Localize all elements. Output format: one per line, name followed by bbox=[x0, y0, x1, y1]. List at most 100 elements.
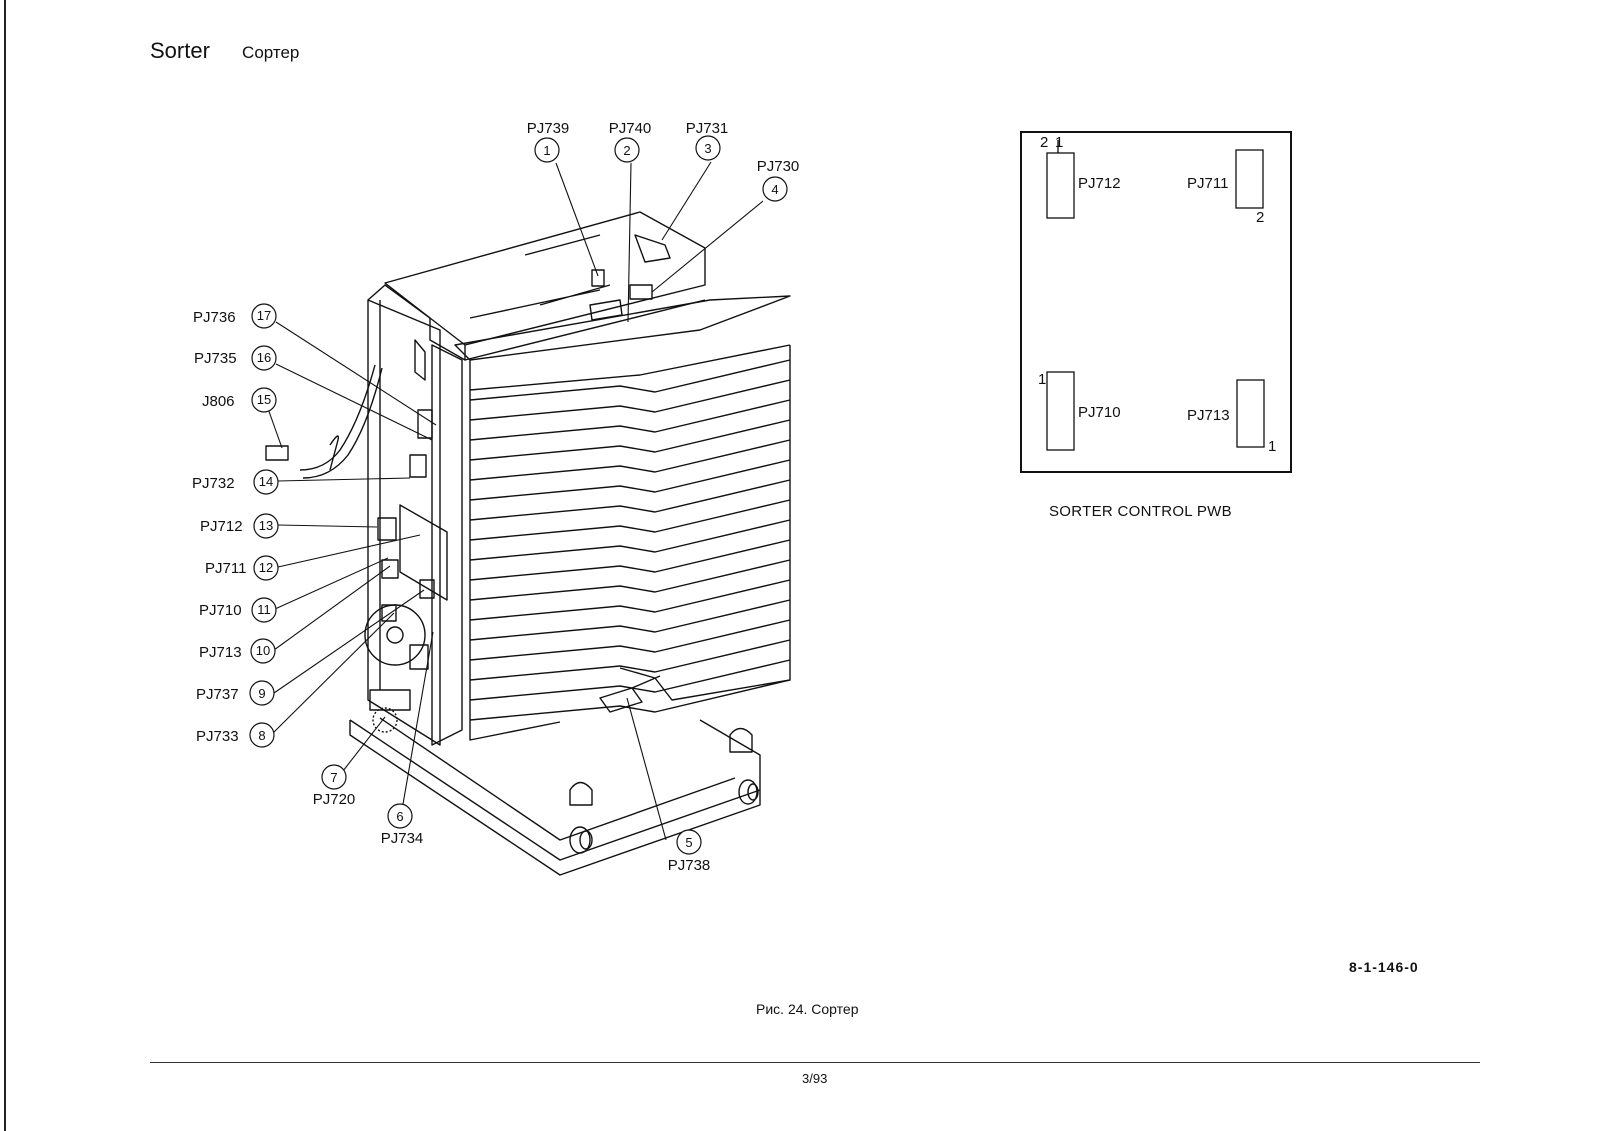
callout-number: 10 bbox=[256, 643, 270, 658]
pwb-text: PJ712 2 1 PJ711 2 PJ710 1 PJ713 1 bbox=[1038, 134, 1276, 455]
page-number: 3/93 bbox=[802, 1071, 828, 1086]
callout-5: 5 PJ738 bbox=[668, 829, 711, 874]
bin-tray bbox=[469, 619, 791, 661]
bin-tray bbox=[469, 579, 791, 621]
bin-tray bbox=[469, 559, 791, 601]
pwb-label-pj710: PJ710 bbox=[1078, 404, 1121, 421]
bin-tray bbox=[469, 459, 791, 501]
callout-label: PJ740 bbox=[609, 120, 652, 137]
control-panel bbox=[431, 344, 463, 746]
callout-label: PJ731 bbox=[686, 120, 729, 137]
bin-tray bbox=[469, 419, 791, 461]
bin-tray bbox=[469, 639, 791, 681]
cable-harness bbox=[299, 364, 383, 479]
pwb-connector-pj710 bbox=[1046, 371, 1075, 451]
callout-label: PJ730 bbox=[757, 158, 800, 175]
callouts: PJ739 1 PJ740 2 PJ731 3 PJ730 4 5 PJ738 … bbox=[192, 120, 799, 874]
callout-label: J806 bbox=[202, 393, 235, 410]
pwb-caption: SORTER CONTROL PWB bbox=[1049, 503, 1232, 520]
caster-icon bbox=[569, 826, 591, 854]
bin-tray bbox=[469, 379, 791, 421]
bin-tray bbox=[469, 539, 791, 581]
callout-number: 7 bbox=[330, 770, 337, 785]
callout-label: PJ739 bbox=[527, 120, 570, 137]
callout-label: PJ737 bbox=[196, 686, 239, 703]
sensor-pj738 bbox=[599, 687, 643, 713]
callout-number: 15 bbox=[257, 392, 271, 407]
callout-label: PJ711 bbox=[205, 560, 246, 577]
callout-label: PJ713 bbox=[199, 644, 242, 661]
bin-tray bbox=[469, 399, 791, 441]
callout-number: 8 bbox=[258, 728, 265, 743]
bin-tray bbox=[469, 519, 791, 561]
callout-2: PJ740 2 bbox=[609, 120, 652, 163]
callout-number: 17 bbox=[257, 308, 271, 323]
callout-17: PJ736 17 bbox=[193, 303, 277, 329]
pwb-label-pj713: PJ713 bbox=[1187, 407, 1230, 424]
callout-1: PJ739 1 bbox=[527, 120, 570, 163]
bin-tray bbox=[469, 439, 791, 481]
callout-10: PJ713 10 bbox=[199, 638, 276, 664]
callout-11: PJ710 11 bbox=[199, 597, 277, 623]
callout-number: 6 bbox=[396, 809, 403, 824]
callout-4: PJ730 4 bbox=[757, 158, 800, 202]
sorter-bins bbox=[454, 295, 791, 391]
callout-number: 3 bbox=[704, 141, 711, 156]
callout-number: 1 bbox=[543, 143, 550, 158]
callout-number: 11 bbox=[257, 602, 271, 617]
pwb-pin-label: 2 bbox=[1040, 134, 1048, 151]
sorter-control-pwb bbox=[1020, 131, 1292, 473]
callout-number: 14 bbox=[259, 474, 273, 489]
figure-code: 8-1-146-0 bbox=[1349, 959, 1419, 975]
page-edge-line bbox=[4, 0, 6, 1131]
title-en: Sorter bbox=[150, 38, 210, 63]
pwb-connector-pj711 bbox=[1235, 149, 1264, 209]
callout-7: 7 PJ720 bbox=[313, 764, 356, 808]
footer-divider bbox=[150, 1062, 1480, 1063]
callout-label: PJ733 bbox=[196, 728, 239, 745]
pwb-connector-pj713 bbox=[1236, 379, 1265, 448]
figure-caption: Рис. 24. Сортер bbox=[756, 1001, 859, 1017]
callout-12: PJ711 12 bbox=[205, 555, 279, 581]
pwb-board bbox=[1020, 131, 1292, 473]
callout-label: PJ710 bbox=[199, 602, 242, 619]
connector-j806 bbox=[265, 445, 289, 461]
caster-icon bbox=[738, 779, 758, 805]
title-ru: Сортер bbox=[242, 43, 300, 62]
callout-label: PJ720 bbox=[313, 791, 356, 808]
pwb-pin-label: 1 bbox=[1055, 134, 1063, 151]
callout-number: 16 bbox=[257, 350, 271, 365]
callout-15: J806 15 bbox=[202, 387, 277, 413]
leader-lines bbox=[265, 161, 764, 841]
pwb-connector-pj712 bbox=[1046, 152, 1075, 219]
callout-number: 13 bbox=[259, 518, 273, 533]
callout-number: 12 bbox=[259, 560, 273, 575]
callout-number: 9 bbox=[258, 686, 265, 701]
callout-label: PJ732 bbox=[192, 475, 235, 492]
callout-6: 6 PJ734 bbox=[381, 803, 424, 847]
callout-8: PJ733 8 bbox=[196, 722, 275, 748]
callout-3: PJ731 3 bbox=[686, 120, 729, 161]
pwb-pin-label: 2 bbox=[1256, 209, 1264, 226]
sorter-illustration bbox=[265, 211, 791, 876]
callout-label: PJ736 bbox=[193, 309, 236, 326]
callout-16: PJ735 16 bbox=[194, 345, 277, 371]
callout-label: PJ738 bbox=[668, 857, 711, 874]
pwb-label-pj711: PJ711 bbox=[1187, 175, 1228, 192]
callout-label: PJ734 bbox=[381, 830, 424, 847]
callout-label: PJ712 bbox=[200, 518, 243, 535]
callout-number: 5 bbox=[685, 835, 692, 850]
pwb-pin-label: 1 bbox=[1038, 371, 1046, 388]
sorter-base bbox=[349, 719, 761, 876]
page-title: Sorter Сортер bbox=[150, 38, 299, 64]
callout-14: PJ732 14 bbox=[192, 469, 279, 495]
bin-tray bbox=[469, 599, 791, 641]
callout-13: PJ712 13 bbox=[200, 513, 279, 539]
pwb-pin-label: 1 bbox=[1268, 438, 1276, 455]
callout-label: PJ735 bbox=[194, 350, 237, 367]
bin-tray bbox=[469, 479, 791, 521]
callout-number: 4 bbox=[771, 182, 778, 197]
bin-tray bbox=[469, 359, 791, 401]
bin-tray bbox=[469, 679, 791, 721]
